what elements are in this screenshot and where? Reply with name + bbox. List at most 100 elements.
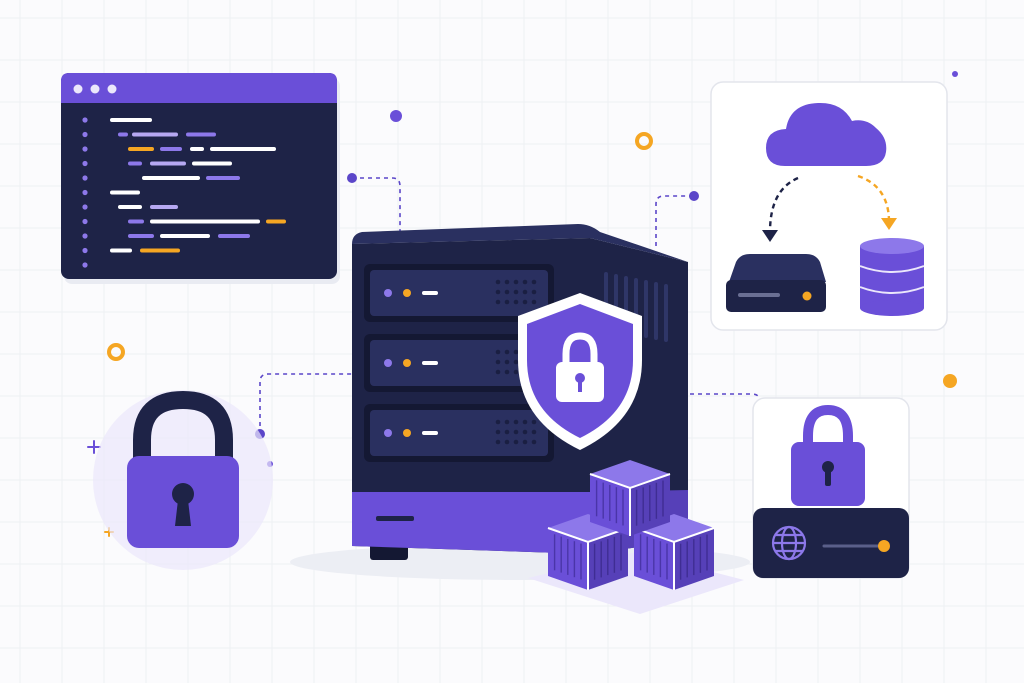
vent-hole bbox=[504, 369, 510, 375]
code-token bbox=[160, 234, 210, 238]
cloud-icon bbox=[766, 102, 887, 166]
server-top-panel bbox=[352, 224, 688, 262]
vent-hole bbox=[522, 439, 528, 445]
vent-hole bbox=[531, 419, 537, 425]
code-token bbox=[150, 205, 178, 209]
status-led-purple bbox=[384, 359, 392, 367]
window-control-dots bbox=[73, 84, 117, 94]
vent-slot bbox=[644, 280, 648, 338]
connector-code-to-server bbox=[352, 177, 401, 240]
code-gutter-dot bbox=[82, 175, 88, 181]
code-line-gutter bbox=[82, 117, 88, 268]
vent-hole bbox=[522, 279, 528, 285]
container-box-right bbox=[633, 514, 715, 590]
vent-hole bbox=[513, 279, 519, 285]
vent-hole bbox=[495, 349, 501, 355]
vent-hole bbox=[531, 279, 537, 285]
code-token bbox=[192, 161, 232, 166]
code-token bbox=[110, 248, 132, 253]
shield-lock-shackle bbox=[562, 332, 598, 366]
drive-bay-face bbox=[370, 410, 548, 456]
container-stack bbox=[528, 460, 744, 614]
accent-ring-orange-left bbox=[107, 343, 125, 361]
code-token bbox=[128, 234, 154, 238]
container-edge bbox=[589, 473, 671, 536]
connector-server-to-cloud bbox=[655, 195, 694, 246]
vent-hole bbox=[504, 289, 510, 295]
server-drive-bays bbox=[364, 264, 554, 462]
vent-hole bbox=[513, 289, 519, 295]
sparkle-plus-icon bbox=[87, 440, 101, 454]
container-edge bbox=[633, 527, 715, 590]
code-token bbox=[150, 219, 260, 224]
drive-bay-label bbox=[422, 361, 438, 365]
code-gutter-dot bbox=[82, 262, 88, 268]
code-token bbox=[190, 147, 204, 151]
code-gutter-dot bbox=[82, 204, 88, 210]
decorative-accents bbox=[87, 71, 958, 537]
vent-hole bbox=[513, 369, 519, 375]
arrow-head-dark-icon bbox=[762, 230, 778, 242]
connector-lock-to-server bbox=[259, 373, 352, 434]
code-gutter-dot bbox=[82, 247, 88, 254]
drive-bay-1 bbox=[364, 264, 554, 322]
vent-hole bbox=[531, 439, 537, 445]
code-token bbox=[140, 248, 180, 253]
vent-hole bbox=[504, 419, 510, 425]
vent-hole bbox=[513, 439, 519, 445]
vent-hole bbox=[495, 359, 501, 365]
status-led-orange bbox=[403, 429, 411, 437]
cloud-to-drive-arrow bbox=[768, 176, 799, 233]
code-token bbox=[128, 147, 154, 151]
vent-hole bbox=[495, 279, 501, 285]
padlock-badge bbox=[93, 390, 273, 570]
vent-hole bbox=[495, 429, 501, 435]
accent-dot-orange-right bbox=[943, 374, 957, 388]
vent-hole bbox=[513, 299, 519, 305]
code-token bbox=[186, 132, 216, 137]
vent-hole bbox=[495, 369, 501, 375]
code-gutter-dot bbox=[82, 189, 88, 196]
code-lines bbox=[110, 118, 286, 253]
vent-hole bbox=[495, 439, 501, 445]
shield-lock-icon bbox=[518, 293, 642, 450]
drive-bay-label bbox=[422, 291, 438, 295]
code-gutter-dot bbox=[82, 117, 88, 123]
vent-hole bbox=[513, 359, 519, 365]
arrow-head-orange-icon bbox=[881, 218, 897, 230]
vent-hole bbox=[513, 349, 519, 355]
vent-hole bbox=[504, 439, 510, 445]
padlock-shackle bbox=[133, 390, 233, 465]
globe-icon bbox=[771, 525, 807, 561]
status-led-purple bbox=[384, 429, 392, 437]
code-token bbox=[150, 161, 186, 166]
vent-hole bbox=[504, 349, 510, 355]
status-led-orange bbox=[403, 359, 411, 367]
code-token bbox=[128, 219, 144, 224]
vent-hole bbox=[522, 429, 528, 435]
server-slot-indicator bbox=[376, 516, 414, 521]
code-token bbox=[118, 205, 142, 209]
vent-hole bbox=[513, 429, 519, 435]
drive-bay-label bbox=[422, 431, 438, 435]
vent-slot bbox=[664, 284, 668, 342]
code-gutter-dot bbox=[82, 131, 88, 138]
accent-ring-orange bbox=[635, 132, 653, 150]
vent-hole bbox=[504, 299, 510, 305]
code-editor-window bbox=[61, 73, 340, 284]
container-box-top bbox=[589, 460, 671, 536]
code-token bbox=[142, 176, 200, 180]
hard-drive-icon bbox=[726, 254, 826, 312]
vent-hole bbox=[513, 419, 519, 425]
drive-bay-face bbox=[370, 270, 548, 316]
keyhole-icon bbox=[172, 483, 194, 505]
vent-hole bbox=[522, 289, 528, 295]
code-gutter-dot bbox=[82, 233, 88, 239]
cloud-to-database-arrow bbox=[857, 174, 891, 221]
vent-slot bbox=[654, 282, 658, 340]
code-window-body bbox=[61, 73, 337, 279]
code-token bbox=[266, 219, 286, 224]
netlock-panel bbox=[753, 508, 909, 578]
accent-dot-purple bbox=[390, 110, 402, 122]
